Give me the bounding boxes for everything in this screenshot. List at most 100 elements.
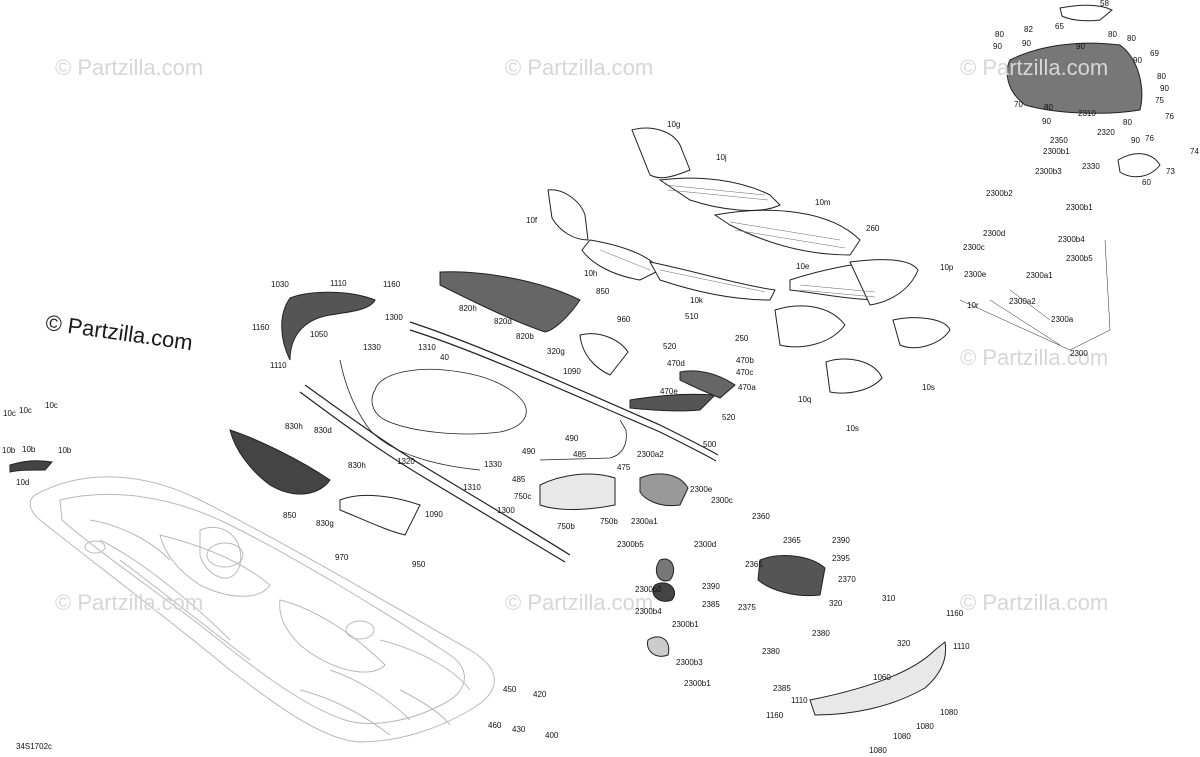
callout-label: 2300a1 (631, 517, 658, 526)
callout-label: 1160 (946, 609, 964, 618)
callout-label: 10c (3, 409, 16, 418)
callout-label: 2300c (711, 496, 733, 505)
callout-label: 2300a1 (1026, 271, 1053, 280)
callout-label: 2330 (1082, 162, 1100, 171)
callout-label: 970 (335, 553, 349, 562)
callout-label: 2300b3 (676, 658, 703, 667)
callout-label: 2385 (702, 600, 720, 609)
callout-label: 10h (584, 269, 598, 278)
rub-rails (299, 321, 719, 563)
callout-label: 10s (922, 383, 935, 392)
callout-label: 2360 (752, 512, 770, 521)
callout-label: 850 (283, 511, 297, 520)
callout-label: 820d (494, 317, 512, 326)
watermark: © Partzilla.com (505, 590, 654, 615)
hoses (339, 359, 627, 471)
callout-label: 1030 (271, 280, 289, 289)
callout-label: 1160 (766, 711, 784, 720)
callout-label: 490 (565, 434, 579, 443)
callout-label: 10m (815, 198, 831, 207)
callout-label: 10d (16, 478, 30, 487)
callout-label: 58 (1100, 0, 1109, 8)
callout-label: 960 (617, 315, 631, 324)
callout-label: 2380 (762, 647, 780, 656)
callout-label: 750c (514, 492, 532, 501)
callout-label: 1310 (418, 343, 436, 352)
callout-label: 750b (600, 517, 618, 526)
callout-label: 80 (1127, 34, 1136, 43)
callout-label: 1320 (397, 457, 415, 466)
callout-label: 820h (459, 304, 477, 313)
callout-label: 430 (512, 725, 526, 734)
callout-label: 76 (1165, 112, 1174, 121)
callout-label: 2300b3 (1035, 167, 1062, 176)
callout-label: 75 (1155, 96, 1164, 105)
callout-label: 1080 (916, 722, 934, 731)
callout-label: 10r (967, 301, 979, 310)
callout-label: 2300a2 (1009, 297, 1036, 306)
callout-label: 470b (736, 356, 754, 365)
callout-label: 40 (440, 353, 449, 362)
callout-label: 830d (314, 426, 332, 435)
callout-label: 2300b5 (1066, 254, 1093, 263)
callout-label: 400 (545, 731, 559, 740)
callout-label: 65 (1055, 22, 1064, 31)
callout-label: 80 (1157, 72, 1166, 81)
callout-label: 1330 (363, 343, 381, 352)
callout-label: 90 (1160, 84, 1169, 93)
callout-label: 80 (995, 30, 1004, 39)
callout-label: 10c (19, 406, 32, 415)
callout-label: 450 (503, 685, 517, 694)
callout-label: 2300a2 (637, 450, 664, 459)
deck-mat-hatching (599, 184, 876, 298)
callout-label: 2390 (702, 582, 720, 591)
callout-label: 2300b1 (672, 620, 699, 629)
callout-label: 850 (596, 287, 610, 296)
callout-label: 1090 (563, 367, 581, 376)
callout-label: 2380 (812, 629, 830, 638)
callout-label: 520 (722, 413, 736, 422)
callout-label: 485 (573, 450, 587, 459)
callout-label: 2365 (783, 536, 801, 545)
callout-label: 70 (1014, 100, 1023, 109)
callout-label: 2350 (1050, 136, 1068, 145)
callout-label: 10b (58, 446, 72, 455)
callout-label: 1050 (310, 330, 328, 339)
callout-label: 10p (940, 263, 954, 272)
callout-label: 1300 (497, 506, 515, 515)
callout-label: 2395 (832, 554, 850, 563)
callout-label: 10g (667, 120, 681, 129)
callout-label: 2300c (963, 243, 985, 252)
callout-label: 2300e (964, 270, 987, 279)
callout-label: 485 (512, 475, 526, 484)
callout-label: 830h (348, 461, 366, 470)
callout-label: 90 (1133, 56, 1142, 65)
callout-label: 260 (866, 224, 880, 233)
callout-label: 830h (285, 422, 303, 431)
callout-label: 82 (1024, 25, 1033, 34)
callout-label: 460 (488, 721, 502, 730)
callout-label: 76 (1145, 134, 1154, 143)
callout-label: 1110 (270, 361, 287, 370)
callout-label: 1330 (484, 460, 502, 469)
watermark: © Partzilla.com (505, 55, 654, 80)
callout-label: 1060 (873, 673, 891, 682)
callout-label: 74 (1190, 147, 1199, 156)
callout-label: 490 (522, 447, 536, 456)
callout-label: 1090 (425, 510, 443, 519)
callout-label: 500 (703, 440, 717, 449)
callout-label: 950 (412, 560, 426, 569)
callout-label: 2320 (1097, 128, 1115, 137)
callout-label: 2300 (1070, 349, 1088, 358)
callout-label: 310 (882, 594, 896, 603)
watermark: © Partzilla.com (960, 345, 1109, 370)
callout-label: 2310 (1078, 109, 1096, 118)
callout-label: 470c (736, 368, 754, 377)
callout-label: 2365 (745, 560, 763, 569)
callout-label: 10b (22, 445, 36, 454)
callout-label: 1110 (330, 279, 347, 288)
callout-label: 2300b1 (1043, 147, 1070, 156)
callout-label: 60 (1142, 178, 1151, 187)
callout-label: 320 (897, 639, 911, 648)
